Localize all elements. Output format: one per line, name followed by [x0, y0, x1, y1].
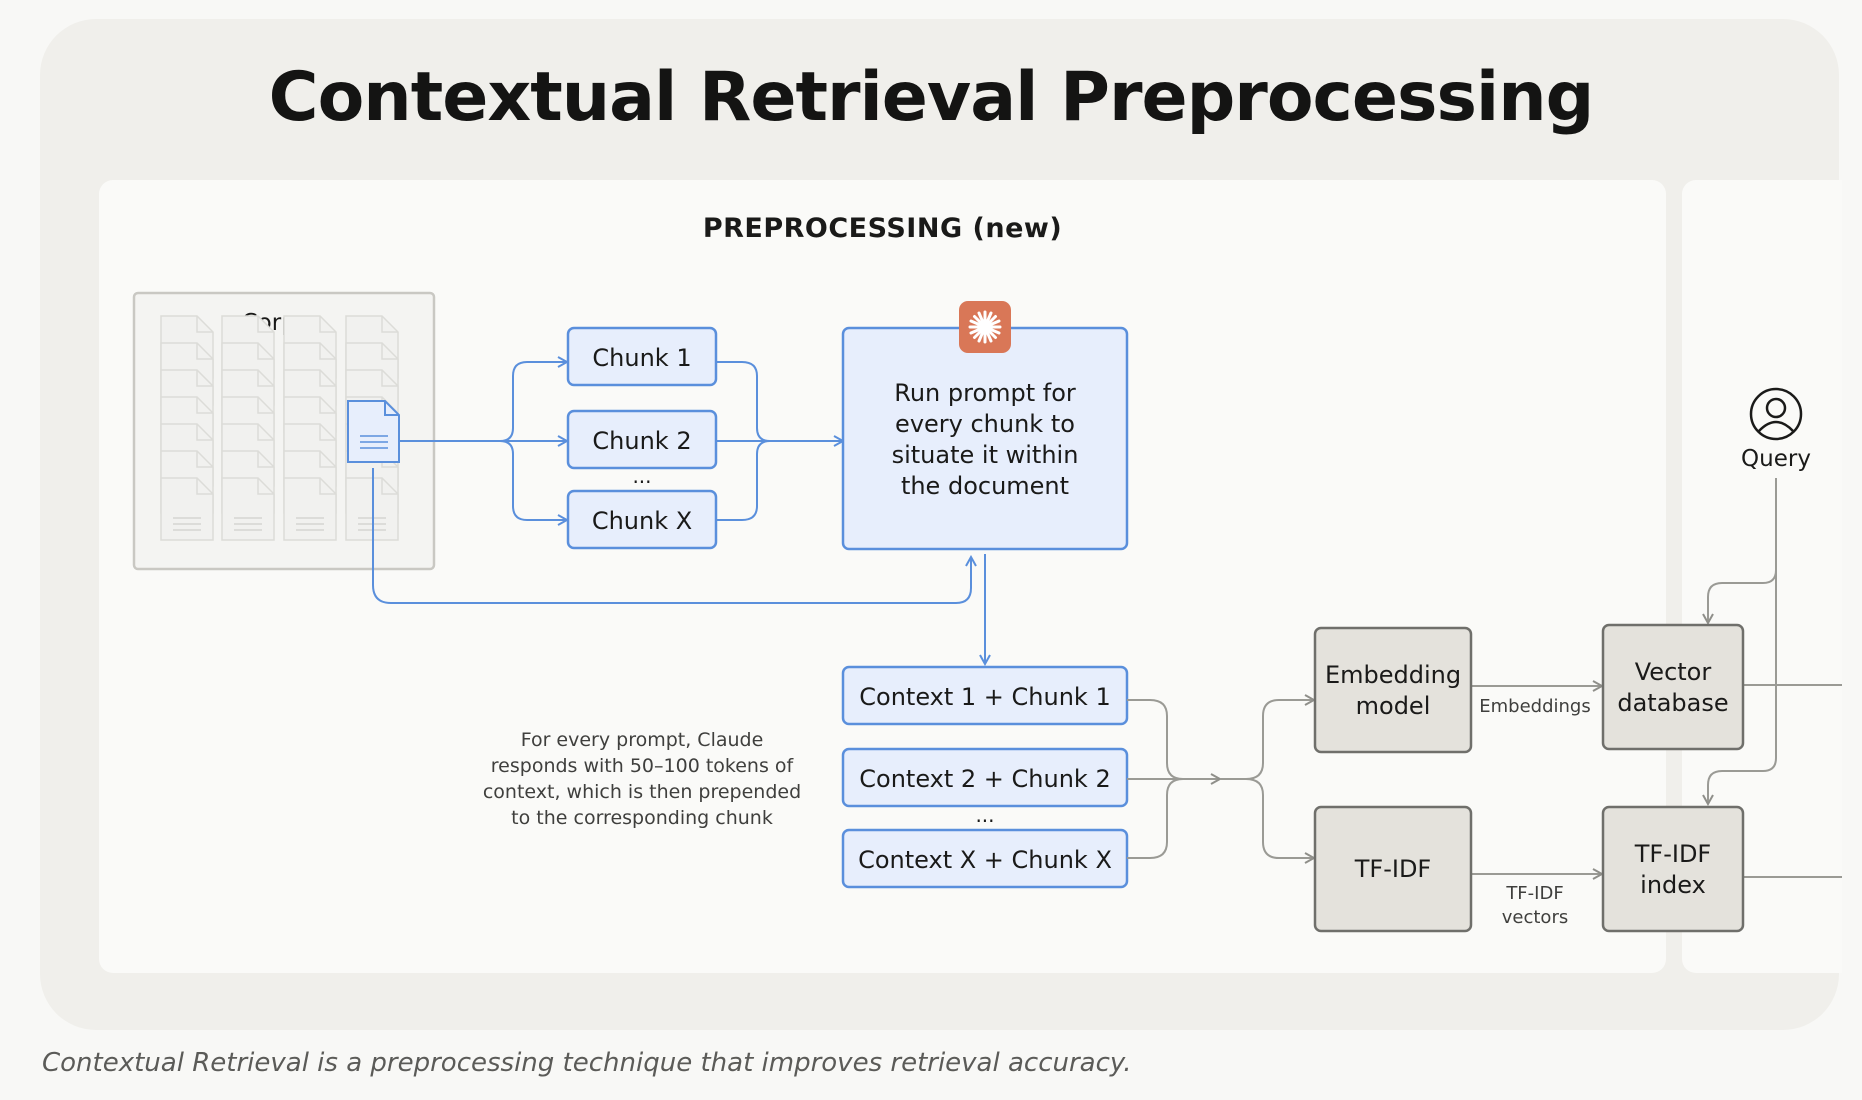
faded-document-fold: [196, 343, 213, 360]
svg-text:to the corresponding chunk: to the corresponding chunk: [511, 807, 773, 829]
faded-document-fold: [381, 370, 398, 387]
tfidf-vectors-label: vectors: [1502, 907, 1568, 928]
context-chunk-box: Context X + Chunk X: [841, 828, 1129, 889]
figure-caption: Contextual Retrieval is a preprocessing …: [42, 1048, 1132, 1078]
document-icon: [347, 400, 400, 463]
chunk-box: Chunk 2: [566, 409, 718, 470]
faded-document-fold: [381, 343, 398, 360]
chunk-box: Chunk 1: [566, 326, 718, 387]
tfidf-index-box: TF-IDF index: [1601, 805, 1745, 933]
faded-document-fold: [257, 316, 274, 333]
svg-text:Run prompt for: Run prompt for: [894, 379, 1076, 407]
faded-document-fold: [257, 478, 274, 495]
faded-document-fold: [196, 370, 213, 387]
corpus-box: Corpus: [132, 291, 436, 571]
faded-document-fold: [196, 478, 213, 495]
faded-document-fold: [319, 478, 336, 495]
page-title: Contextual Retrieval Preprocessing: [268, 58, 1595, 137]
faded-document-fold: [257, 451, 274, 468]
faded-document-fold: [257, 343, 274, 360]
svg-text:Context 2 + Chunk 2: Context 2 + Chunk 2: [859, 765, 1110, 793]
index-connectors: [1127, 478, 1842, 877]
svg-text:index: index: [1640, 871, 1706, 899]
context-chunk-box: Context 1 + Chunk 1: [841, 665, 1129, 726]
faded-document-fold: [257, 397, 274, 414]
svg-text:responds with 50–100 tokens of: responds with 50–100 tokens of: [491, 755, 795, 777]
query-label: Query: [1741, 446, 1811, 472]
faded-document-fold: [319, 451, 336, 468]
svg-text:Vector: Vector: [1635, 658, 1712, 686]
svg-text:every chunk to: every chunk to: [895, 410, 1075, 438]
embedding-model-box: Embedding model: [1313, 626, 1473, 754]
svg-text:TF-IDF: TF-IDF: [1634, 840, 1712, 868]
svg-text:Chunk 1: Chunk 1: [592, 344, 691, 372]
explanation-note: For every prompt, Claude responds with 5…: [483, 729, 801, 829]
faded-document-fold: [319, 397, 336, 414]
svg-text:database: database: [1617, 689, 1728, 717]
faded-document-fold: [196, 451, 213, 468]
tfidf-vectors-label: TF-IDF: [1505, 883, 1563, 904]
faded-document-fold: [257, 424, 274, 441]
tfidf-box: TF-IDF: [1313, 805, 1473, 933]
faded-document-fold: [319, 424, 336, 441]
faded-document-fold: [381, 478, 398, 495]
faded-document-fold: [381, 316, 398, 333]
svg-text:the document: the document: [901, 472, 1069, 500]
faded-document-fold: [196, 424, 213, 441]
svg-text:situate it within: situate it within: [892, 441, 1079, 469]
svg-text:TF-IDF: TF-IDF: [1354, 855, 1432, 883]
embeddings-label: Embeddings: [1479, 696, 1590, 717]
svg-text:Context 1 + Chunk 1: Context 1 + Chunk 1: [859, 683, 1110, 711]
user-icon: [1749, 387, 1803, 441]
faded-document-fold: [196, 316, 213, 333]
svg-text:context, which is then prepend: context, which is then prepended: [483, 781, 801, 803]
chunk-ellipsis: ...: [632, 464, 651, 488]
vector-database-box: Vector database: [1601, 623, 1745, 751]
svg-text:For every prompt, Claude: For every prompt, Claude: [521, 729, 764, 751]
svg-text:model: model: [1356, 692, 1431, 720]
context-chunk-box: Context 2 + Chunk 2: [841, 747, 1129, 808]
chunk-connectors: [372, 362, 985, 664]
faded-document-fold: [196, 397, 213, 414]
prompt-box: Run prompt for every chunk to situate it…: [841, 326, 1129, 551]
faded-document-fold: [319, 370, 336, 387]
faded-document-fold: [257, 370, 274, 387]
svg-text:Chunk X: Chunk X: [592, 507, 692, 535]
context-ellipsis: ...: [975, 803, 994, 827]
svg-text:Context X + Chunk X: Context X + Chunk X: [858, 846, 1112, 874]
claude-logo-icon: [959, 301, 1011, 353]
faded-document-fold: [319, 343, 336, 360]
chunk-box: Chunk X: [566, 489, 718, 550]
section-title: PREPROCESSING (new): [702, 213, 1063, 244]
faded-document-fold: [319, 316, 336, 333]
svg-text:Chunk 2: Chunk 2: [592, 427, 691, 455]
svg-text:Embedding: Embedding: [1325, 661, 1461, 689]
